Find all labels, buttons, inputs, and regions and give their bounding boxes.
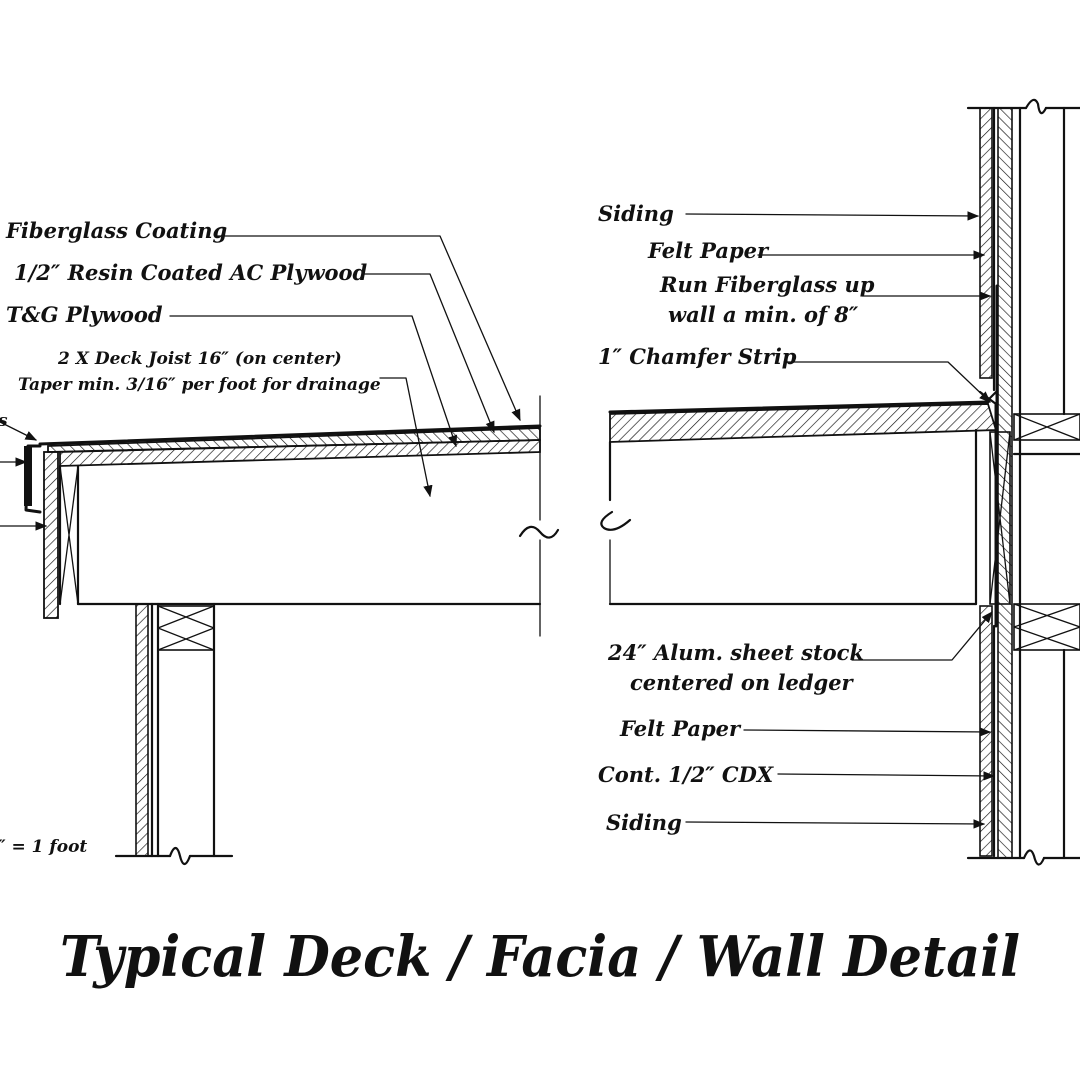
deck-section [24,395,560,866]
ledger-board [989,431,1011,605]
lower-siding [979,605,993,857]
label-scale-note: ″ = 1 foot [0,837,87,857]
label-run-fiberglass-2: wall a min. of 8″ [668,302,859,327]
label-siding-top: Siding [598,201,674,226]
facia-board [43,451,59,619]
label-run-fiberglass-1: Run Fiberglass up [659,272,875,297]
label-resin-plywood: 1/2″ Resin Coated AC Plywood [14,260,368,285]
deck-label-group: Fiberglass Coating 1/2″ Resin Coated AC … [0,218,381,857]
label-taper: Taper min. 3/16″ per foot for drainage [18,375,381,395]
support-wall-sheathing [135,603,149,857]
label-felt-paper-top: Felt Paper [647,238,770,263]
upper-siding [979,107,993,379]
drawing-title: Typical Deck / Facia / Wall Detail [60,924,1020,990]
label-cdx: Cont. 1/2″ CDX [598,762,774,787]
label-tg-plywood: T&G Plywood [6,302,163,327]
label-siding-bottom: Siding [606,810,682,835]
fiberglass-coating-line [38,424,542,446]
deck-leaders [0,235,521,531]
label-deck-joist: 2 X Deck Joist 16″ (on center) [57,349,342,369]
label-alum-sheet-2: centered on ledger [630,670,855,695]
wall-leaders [685,211,996,829]
label-fiberglass-coating: Fiberglass Coating [5,218,227,243]
label-cut-edge: s [0,411,8,431]
label-alum-sheet-1: 24″ Alum. sheet stock [607,640,864,665]
label-felt-paper-bottom: Felt Paper [619,716,742,741]
wall-label-group: Siding Felt Paper Run Fiberglass up wall… [598,201,875,835]
label-chamfer-strip: 1″ Chamfer Strip [598,344,797,369]
